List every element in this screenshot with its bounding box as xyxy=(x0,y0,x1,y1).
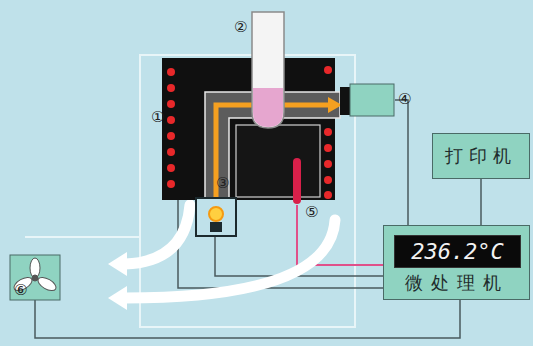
callout-number: ⑤ xyxy=(305,205,318,220)
box-label: 微处理机 xyxy=(405,271,509,295)
temperature-display: 236.2°C xyxy=(394,235,521,268)
callout-number: ② xyxy=(234,20,247,35)
housing-line xyxy=(25,236,140,238)
furnace-block xyxy=(162,58,335,200)
airflow-head xyxy=(108,252,127,276)
display-reading: 236.2°C xyxy=(411,239,504,264)
fan-box xyxy=(10,255,60,300)
lamp-base xyxy=(210,222,222,232)
callout-number: ⑥ xyxy=(14,283,27,298)
airflow-head xyxy=(108,286,127,310)
heater-dots xyxy=(167,66,332,199)
lamp-bulb xyxy=(209,207,223,221)
box-label: 打印机 xyxy=(445,144,517,168)
callout-number: ① xyxy=(151,110,164,125)
printer-box: 打印机 xyxy=(432,133,530,179)
connector-line xyxy=(481,179,482,225)
connector-stroke xyxy=(480,179,482,225)
callout-number: ③ xyxy=(216,176,229,191)
detector-window xyxy=(340,87,350,115)
detector-box xyxy=(350,84,394,116)
thermo-wire xyxy=(297,205,383,265)
lamp-housing xyxy=(196,198,236,236)
thermometer xyxy=(293,158,301,204)
sample-liquid xyxy=(253,88,283,127)
sample-tube xyxy=(252,12,284,128)
inner-cavity xyxy=(236,125,320,197)
microprocessor-box: 微处理机 236.2°C xyxy=(383,225,530,300)
callout-number: ④ xyxy=(398,92,411,107)
wires xyxy=(35,100,460,338)
light-head xyxy=(328,97,342,113)
